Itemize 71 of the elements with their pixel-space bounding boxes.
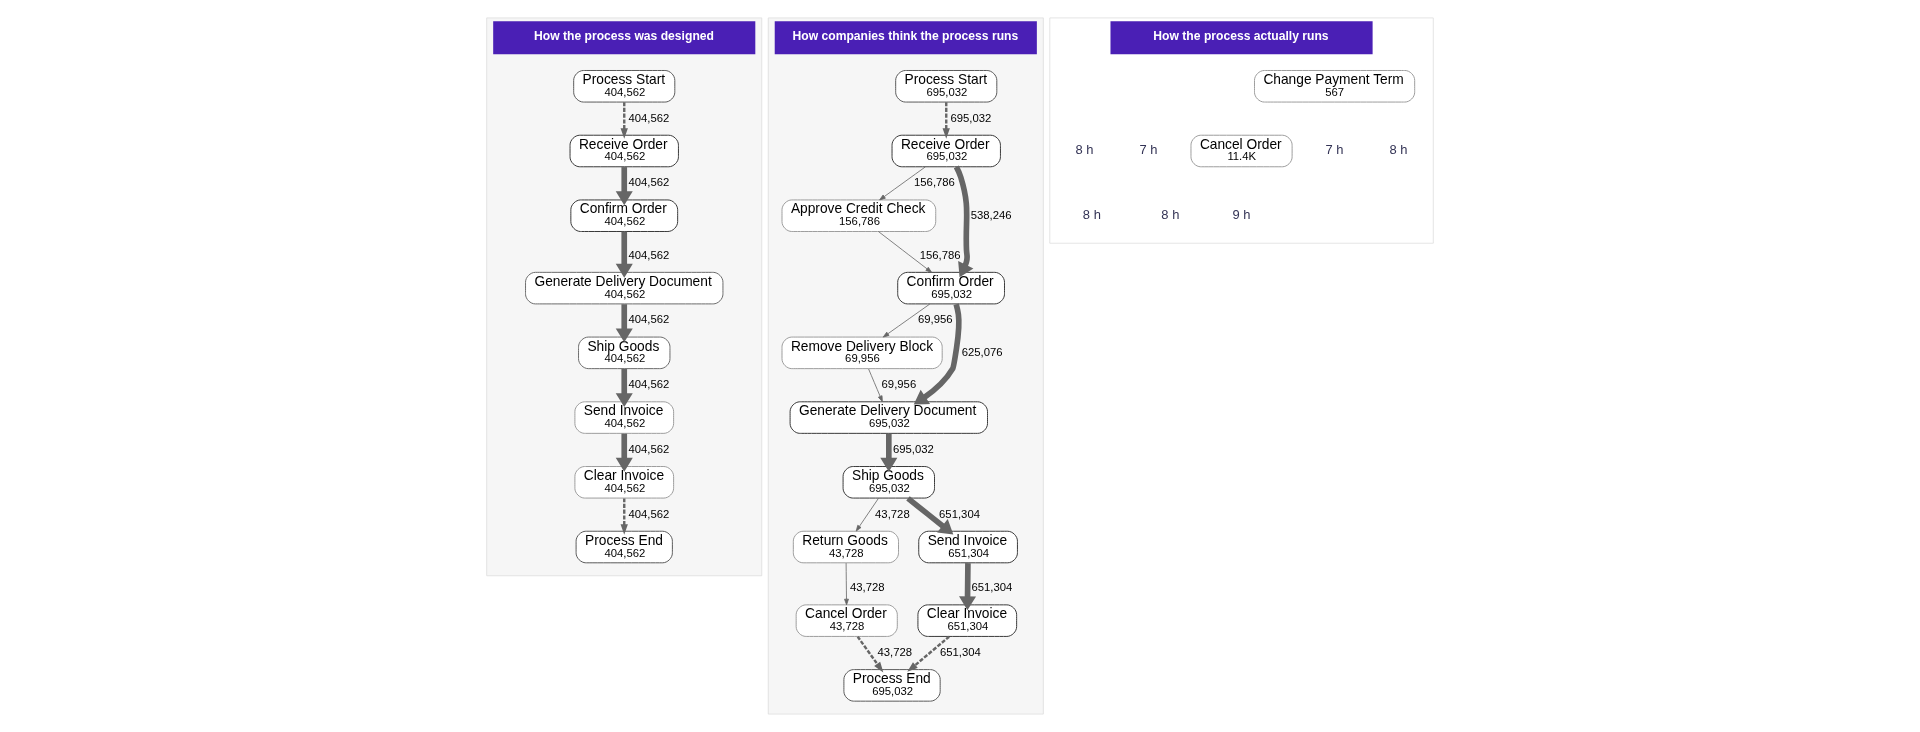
- edge-label: 695,032: [892, 442, 934, 455]
- node-box: Change Payment Term 567: [1254, 70, 1416, 103]
- arrow: [620, 102, 628, 139]
- edge-label: 404,562: [628, 111, 670, 124]
- edge-label: 538,246: [970, 208, 1012, 221]
- node-box: Send Invoice 651,304: [918, 530, 1018, 564]
- edge-label: 69,956: [881, 378, 917, 391]
- node-box: Clear Invoice 651,304: [917, 604, 1018, 637]
- label: 8 h: [1161, 206, 1180, 222]
- edge-label: 695,032: [950, 111, 992, 124]
- arrow: [868, 368, 883, 403]
- edge-label: 404,562: [628, 176, 670, 189]
- arrow: [953, 165, 974, 278]
- edge-label: 625,076: [961, 345, 1003, 358]
- arrow: [882, 303, 931, 338]
- node-box: Process Start 695,032: [895, 70, 998, 103]
- edge-label: 404,562: [628, 248, 670, 261]
- arrow: [959, 563, 977, 611]
- node-box: Clear Invoice 404,562: [574, 466, 675, 499]
- node-box: Receive Order 695,032: [891, 134, 1001, 168]
- edge-label: 69,956: [917, 313, 953, 326]
- arrow: [855, 497, 879, 532]
- edge-label: 651,304: [939, 507, 980, 520]
- label: 7 h: [1325, 142, 1344, 158]
- node-box: Cancel Order 11.4K: [1190, 134, 1293, 168]
- node-box: Process End 695,032: [843, 669, 941, 702]
- edge-label: 651,304: [939, 646, 981, 658]
- node-box: Process Start 404,562: [573, 70, 676, 103]
- node-box: Cancel Order 43,728: [795, 604, 898, 637]
- node-box: Ship Goods 695,032: [842, 466, 935, 499]
- arrow: [942, 102, 950, 139]
- label: 7 h: [1139, 142, 1158, 158]
- edge-label: 156,786: [914, 176, 955, 189]
- arrow: [615, 167, 633, 206]
- arrow: [880, 433, 898, 472]
- node-box: Confirm Order 695,032: [897, 271, 1005, 305]
- label: 9 h: [1232, 206, 1251, 222]
- edge-label: 651,304: [971, 581, 1013, 594]
- arrow: [879, 166, 926, 201]
- node-box: Generate Delivery Document 404,562: [525, 271, 724, 305]
- node-box: Confirm Order 404,562: [570, 199, 679, 232]
- node-box: Approve Credit Check 156,786: [781, 199, 937, 232]
- arrow: [620, 498, 628, 535]
- node-box: Receive Order 404,562: [569, 134, 679, 168]
- arrow: [615, 368, 633, 408]
- arrow: [906, 496, 954, 535]
- edge-label: 43,728: [850, 581, 885, 594]
- edge-label: 404,562: [628, 442, 670, 455]
- arrow: [844, 562, 849, 606]
- edge-label: 404,562: [628, 378, 670, 391]
- node-box: Generate Delivery Document 695,032: [789, 401, 988, 434]
- node-box: Return Goods 43,728: [792, 530, 899, 564]
- arrow: [913, 303, 962, 405]
- arrow: [615, 231, 633, 278]
- label: 8 h: [1082, 206, 1101, 222]
- arrow: [878, 231, 932, 273]
- arrow: [856, 636, 884, 673]
- arrow: [615, 433, 633, 472]
- label: 8 h: [1389, 142, 1408, 158]
- edge-label: 156,786: [919, 248, 961, 261]
- arrow: [907, 635, 950, 672]
- edge-label: 43,728: [875, 507, 910, 520]
- arrow: [615, 304, 633, 343]
- edge-label: 404,562: [628, 507, 670, 520]
- edge-label: 404,562: [628, 313, 670, 326]
- node-box: Remove Delivery Block 69,956: [781, 336, 943, 370]
- node-box: Process End 404,562: [575, 530, 673, 564]
- edge-label: 43,728: [877, 646, 913, 658]
- node-box: Ship Goods 404,562: [578, 336, 671, 370]
- label: 8 h: [1075, 142, 1094, 158]
- node-box: Send Invoice 404,562: [574, 401, 675, 434]
